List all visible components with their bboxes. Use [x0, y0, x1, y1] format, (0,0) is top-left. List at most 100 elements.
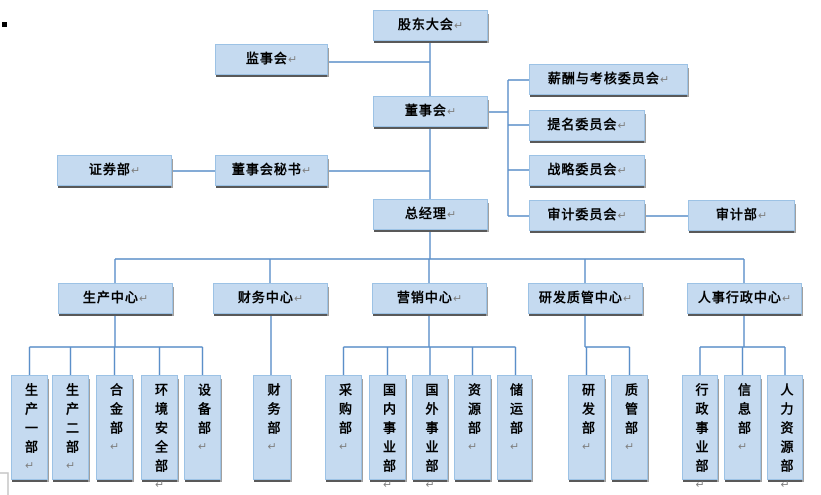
- bullet-marker: [2, 22, 7, 27]
- org-node-text: 行政事业部↵: [692, 383, 708, 491]
- org-node-label: 质管部: [622, 383, 637, 440]
- org-node-label: 研发部: [579, 383, 594, 440]
- org-node-text: 设备部↵: [195, 383, 210, 453]
- org-node-procurement-dept[interactable]: 采购部↵: [325, 375, 362, 480]
- org-node-label: 研发质管中心: [538, 291, 623, 306]
- org-node-marketing-center[interactable]: 营销中心↵: [372, 283, 487, 314]
- org-node-label: 设备部: [195, 383, 210, 440]
- org-node-hr-dept[interactable]: 人力资源部↵: [767, 375, 803, 491]
- org-node-text: 证券部↵: [89, 164, 140, 177]
- org-node-text: 人力资源部↵: [777, 383, 793, 491]
- paragraph-mark-icon: ↵: [293, 292, 304, 305]
- org-node-securities-department[interactable]: 证券部↵: [57, 155, 172, 186]
- org-node-text: 合金部↵: [107, 383, 122, 453]
- org-node-label: 战略委员会: [547, 163, 618, 178]
- org-node-text: 资源部↵: [465, 383, 480, 453]
- paragraph-mark-icon: ↵: [617, 209, 627, 222]
- org-node-label: 审计部: [715, 208, 758, 223]
- org-node-text: 董事会↵: [405, 105, 456, 118]
- paragraph-mark-icon: ↵: [622, 292, 633, 305]
- org-node-strategy-committee[interactable]: 战略委员会↵: [529, 155, 645, 186]
- org-node-label: 生产二部: [63, 383, 78, 459]
- org-node-equipment-dept[interactable]: 设备部↵: [184, 375, 221, 480]
- org-node-label: 人力资源部: [777, 383, 793, 478]
- connector-lines: [28, 41, 786, 375]
- paragraph-mark-icon: ↵: [64, 459, 77, 472]
- org-node-finance-dept[interactable]: 财务部↵: [253, 375, 291, 480]
- org-node-shareholders-meeting[interactable]: 股东大会↵: [373, 10, 488, 41]
- org-node-supervisory-board[interactable]: 监事会↵: [215, 44, 328, 75]
- paragraph-mark-icon: ↵: [757, 209, 768, 222]
- org-node-text: 总经理↵: [405, 208, 456, 221]
- org-node-general-manager[interactable]: 总经理↵: [373, 199, 488, 230]
- org-node-label: 营销中心: [396, 291, 453, 306]
- org-node-audit-committee[interactable]: 审计委员会↵: [529, 200, 645, 231]
- org-node-label: 董事会秘书: [231, 163, 302, 178]
- org-node-board-secretary[interactable]: 董事会秘书↵: [215, 155, 328, 186]
- org-node-label: 生产一部: [22, 383, 37, 459]
- org-node-production-center[interactable]: 生产中心↵: [58, 283, 173, 314]
- org-node-label: 国外事业部: [422, 383, 438, 478]
- paragraph-mark-icon: ↵: [736, 440, 749, 453]
- paragraph-mark-icon: ↵: [781, 292, 792, 305]
- org-node-text: 审计部↵: [716, 209, 767, 222]
- paragraph-mark-icon: ↵: [108, 440, 121, 453]
- org-node-label: 董事会: [404, 104, 447, 119]
- paragraph-mark-icon: ↵: [381, 478, 394, 491]
- org-node-label: 薪酬与考核委员会: [547, 72, 660, 87]
- org-node-label: 环境安全部: [152, 383, 167, 478]
- org-node-text: 国外事业部↵: [422, 383, 438, 491]
- org-node-text: 监事会↵: [246, 53, 297, 66]
- paragraph-mark-icon: ↵: [693, 478, 707, 491]
- org-node-domestic-business-dept[interactable]: 国内事业部↵: [369, 375, 406, 491]
- org-node-text: 财务部↵: [265, 383, 280, 453]
- org-node-text: 财务中心↵: [238, 292, 303, 305]
- paragraph-mark-icon: ↵: [466, 440, 479, 453]
- org-node-label: 审计委员会: [547, 208, 618, 223]
- org-node-rd-dept[interactable]: 研发部↵: [568, 375, 605, 480]
- org-node-hr-admin-center[interactable]: 人事行政中心↵: [687, 283, 802, 314]
- org-node-audit-department[interactable]: 审计部↵: [688, 200, 795, 231]
- org-node-nomination-committee[interactable]: 提名委员会↵: [529, 110, 645, 141]
- org-node-text: 质管部↵: [622, 383, 637, 453]
- org-node-finance-center[interactable]: 财务中心↵: [213, 283, 328, 314]
- paragraph-mark-icon: ↵: [446, 208, 457, 221]
- org-node-rd-quality-center[interactable]: 研发质管中心↵: [528, 283, 643, 314]
- org-node-overseas-business-dept[interactable]: 国外事业部↵: [412, 375, 448, 491]
- paragraph-mark-icon: ↵: [130, 164, 141, 177]
- org-node-board-of-directors[interactable]: 董事会↵: [373, 96, 488, 127]
- org-node-admin-business-dept[interactable]: 行政事业部↵: [682, 375, 718, 491]
- paragraph-mark-icon: ↵: [617, 164, 627, 177]
- org-node-storage-transport-dept[interactable]: 储运部↵: [497, 375, 532, 480]
- org-node-label: 采购部: [336, 383, 351, 440]
- org-node-production-dept-2[interactable]: 生产二部↵: [52, 375, 89, 480]
- org-node-label: 信息部: [735, 383, 750, 440]
- org-node-label: 提名委员会: [547, 118, 618, 133]
- org-node-text: 战略委员会↵: [547, 164, 626, 177]
- org-node-label: 资源部: [465, 383, 480, 440]
- org-node-label: 行政事业部: [692, 383, 708, 478]
- org-node-production-dept-1[interactable]: 生产一部↵: [11, 375, 48, 480]
- paragraph-mark-icon: ↵: [138, 292, 149, 305]
- paragraph-mark-icon: ↵: [617, 119, 627, 132]
- org-node-env-safety-dept[interactable]: 环境安全部↵: [141, 375, 178, 491]
- org-node-compensation-appraisal-committee[interactable]: 薪酬与考核委员会↵: [529, 64, 688, 95]
- org-node-quality-dept[interactable]: 质管部↵: [611, 375, 648, 480]
- org-node-information-dept[interactable]: 信息部↵: [724, 375, 761, 480]
- org-node-text: 环境安全部↵: [152, 383, 167, 491]
- paragraph-mark-icon: ↵: [580, 440, 593, 453]
- org-node-text: 人事行政中心↵: [698, 292, 791, 305]
- org-node-label: 股东大会: [397, 18, 454, 33]
- org-node-label: 总经理: [404, 207, 447, 222]
- org-node-text: 信息部↵: [735, 383, 750, 453]
- org-node-text: 研发质管中心↵: [539, 292, 632, 305]
- org-node-resources-dept[interactable]: 资源部↵: [454, 375, 491, 480]
- paragraph-mark-icon: ↵: [153, 478, 166, 491]
- org-node-label: 生产中心: [82, 291, 139, 306]
- org-node-alloy-dept[interactable]: 合金部↵: [96, 375, 133, 480]
- org-node-label: 财务中心: [237, 291, 294, 306]
- org-node-text: 审计委员会↵: [547, 209, 626, 222]
- org-node-text: 生产一部↵: [22, 383, 37, 472]
